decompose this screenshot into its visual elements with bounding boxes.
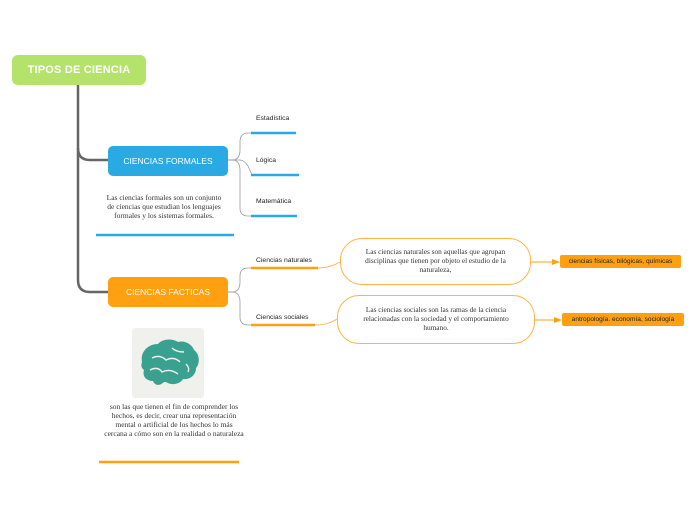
tag-ciencias-sociales-examples[interactable]: antropología. economía, sociología [562,313,684,326]
leaf-logica[interactable]: Lógica [256,157,277,164]
naturales-description-bubble[interactable]: Las ciencias naturales son aquellas que … [340,238,531,285]
arrow-sociales-tag [554,317,562,323]
brain-image [132,328,204,398]
arrow-naturales-tag [552,259,560,265]
sociales-description: Las ciencias sociales son las ramas de l… [363,305,509,332]
leaf-estadistica[interactable]: Estadística [256,115,290,122]
trunk-line-facticas [76,148,108,294]
facticas-description: son las que tienen el fin de comprender … [104,402,244,438]
root-node[interactable]: TIPOS DE CIENCIA [12,55,146,85]
branch-naturales [228,267,252,293]
branch-matematica [228,159,252,217]
trunk-line [76,85,108,162]
formales-description: Las ciencias formales son un conjunto de… [106,193,222,220]
formales-label: CIENCIAS FORMALES [123,156,213,166]
facticas-label: CIENCIAS FACTICAS [125,287,211,297]
sociales-description-bubble[interactable]: Las ciencias sociales son las ramas de l… [337,295,535,344]
branch-estadistica [228,132,252,161]
leaf-matematica[interactable]: Matemática [256,198,292,205]
naturales-description: Las ciencias naturales son aquellas que … [365,247,506,274]
brain-icon [141,339,199,385]
root-label: TIPOS DE CIENCIA [27,64,131,76]
connector-sociales-bubble [314,318,338,326]
tag-ciencias-naturales-examples[interactable]: ciencias físicas, bilógicas, químicas [560,255,681,268]
node-ciencias-facticas[interactable]: CIENCIAS FACTICAS [108,277,228,307]
branch-logica [228,159,253,176]
branch-sociales [228,291,252,326]
naturales-examples: ciencias físicas, bilógicas, químicas [568,258,673,265]
leaf-ciencias-naturales[interactable]: Ciencias naturales [256,257,312,264]
leaf-ciencias-sociales[interactable]: Ciencias sociales [256,314,309,321]
sociales-examples: antropología. economía, sociología [571,316,675,323]
connector-naturales-bubble [317,261,341,269]
node-ciencias-formales[interactable]: CIENCIAS FORMALES [108,146,228,176]
